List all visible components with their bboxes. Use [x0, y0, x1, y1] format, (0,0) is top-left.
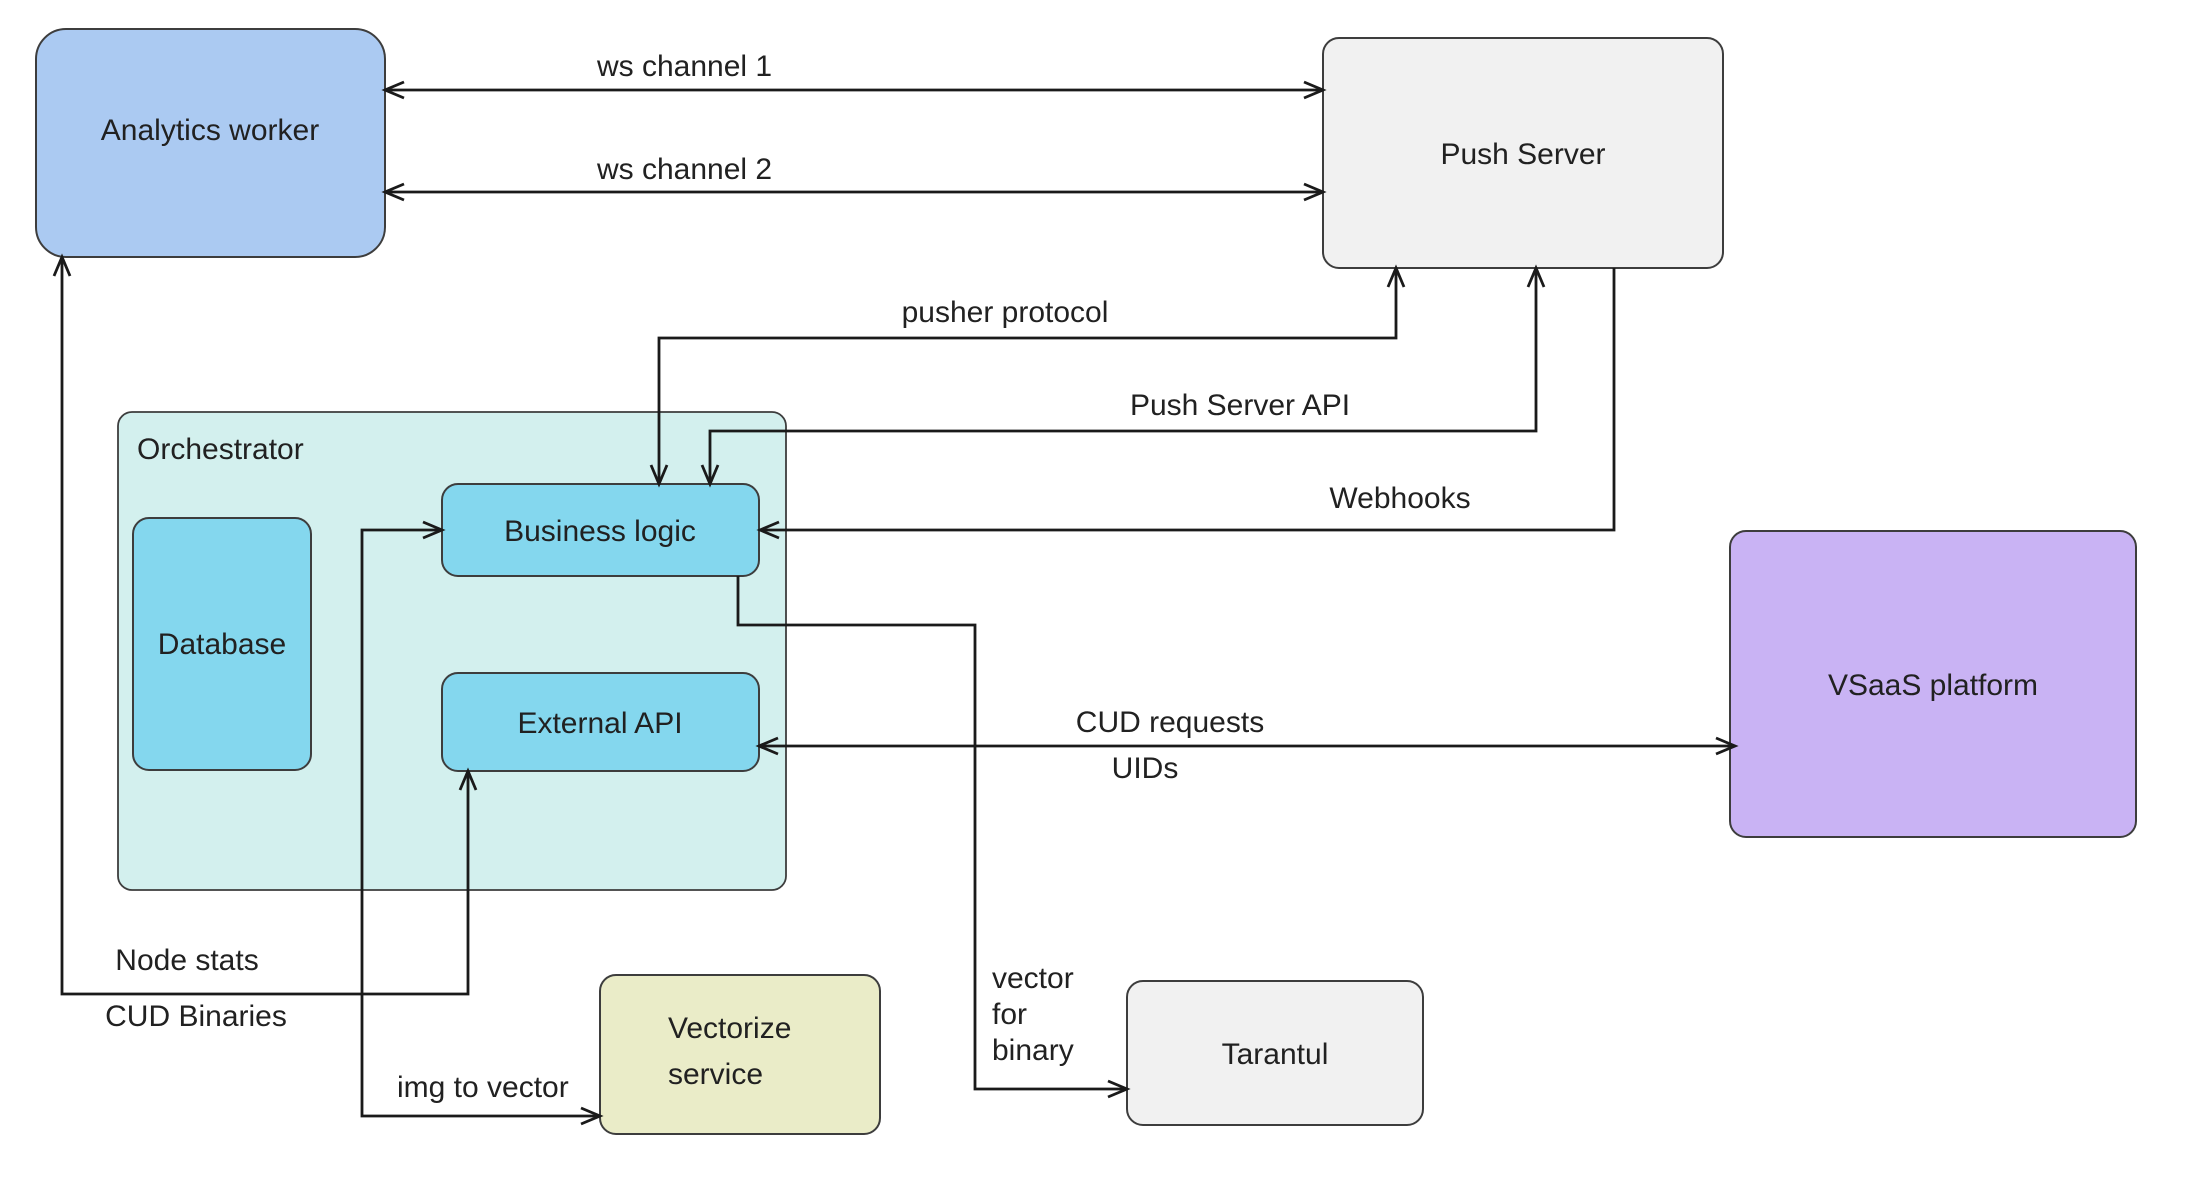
- vsaas-platform-label: VSaaS platform: [1828, 669, 2038, 702]
- connectors: [52, 80, 1739, 1126]
- img-to-vector-label: img to vector: [397, 1071, 569, 1104]
- vectorize-service-node: [599, 974, 881, 1135]
- orchestrator-label: Orchestrator: [137, 433, 304, 466]
- analytics-worker-label: Analytics worker: [101, 114, 319, 147]
- database-label: Database: [158, 628, 286, 661]
- pusher-protocol-label: pusher protocol: [902, 296, 1109, 329]
- vector-for-binary-label-line3: binary: [992, 1034, 1074, 1067]
- edge-push-server-api: [700, 264, 1546, 488]
- edge-webhooks: [756, 268, 1616, 540]
- vector-for-binary-label-line2: for: [992, 998, 1027, 1031]
- vector-for-binary-label-line1: vector: [992, 962, 1074, 995]
- tarantul-label: Tarantul: [1222, 1038, 1329, 1071]
- external-api-label: External API: [517, 707, 682, 740]
- cud-requests-label: CUD requests: [1076, 706, 1264, 739]
- edge-vector-for-binary: [736, 576, 1131, 1099]
- webhooks-label: Webhooks: [1329, 482, 1470, 515]
- edge-labels: ws channel 1 ws channel 2 pusher protoco…: [105, 50, 1470, 1104]
- vectorize-service-label-line2: service: [668, 1058, 763, 1091]
- vectorize-service-label-line1: Vectorize: [668, 1012, 791, 1045]
- edge-img-to-vector: [360, 520, 604, 1126]
- uids-label: UIDs: [1112, 752, 1179, 785]
- business-logic-label: Business logic: [504, 515, 696, 548]
- vsaas-platform-node: [1729, 530, 2137, 838]
- push-server-api-label: Push Server API: [1130, 389, 1350, 422]
- ws-channel-1-label: ws channel 1: [596, 50, 772, 83]
- node-stats-label: Node stats: [115, 944, 258, 977]
- push-server-label: Push Server: [1440, 138, 1605, 171]
- ws-channel-2-label: ws channel 2: [596, 153, 772, 186]
- tarantul-node: [1126, 980, 1424, 1126]
- cud-binaries-label: CUD Binaries: [105, 1000, 287, 1033]
- node-labels: Analytics worker Push Server Orchestrato…: [101, 114, 2038, 1091]
